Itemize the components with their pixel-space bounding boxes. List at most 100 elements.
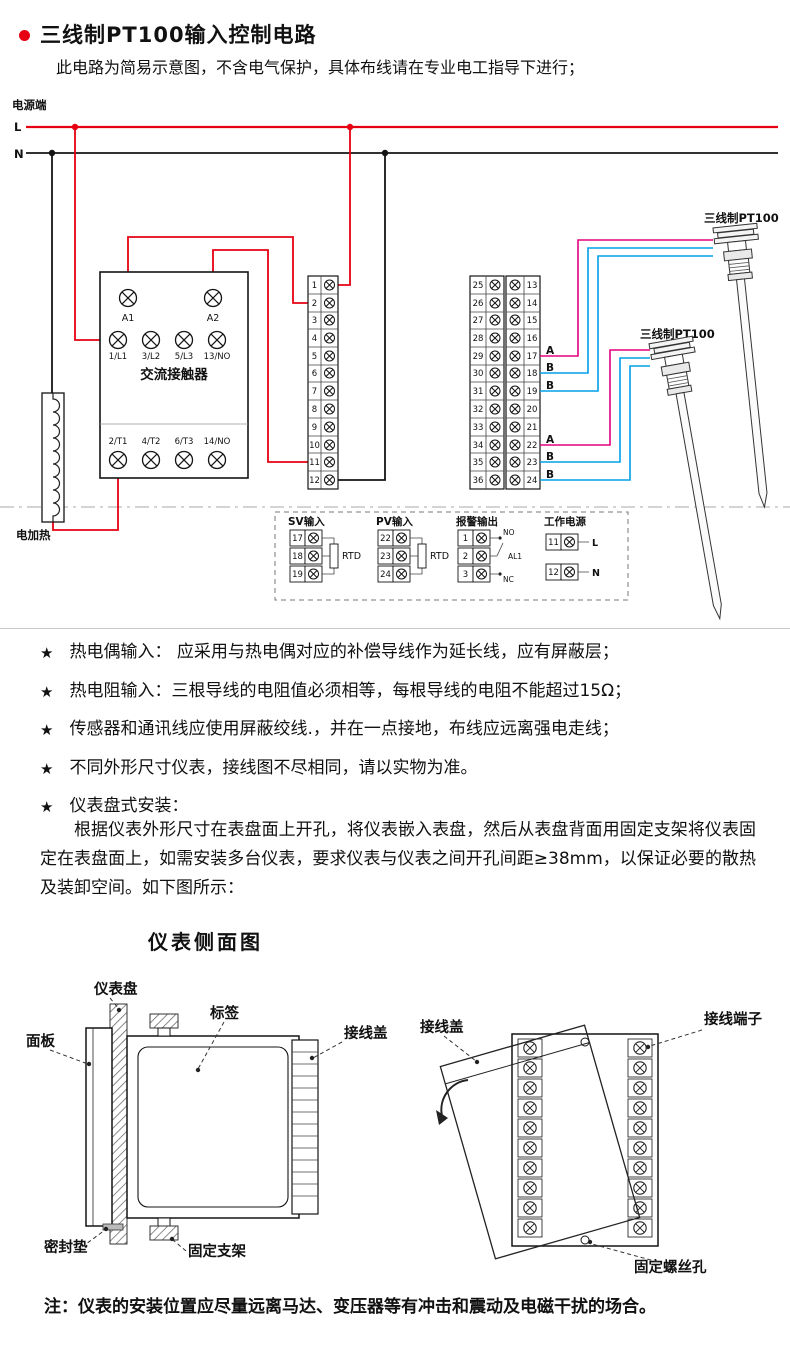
terminal-strip-left: 1 2 3 4 5 6 7 8 9 10 11 12 bbox=[307, 275, 339, 490]
terminal-number: 36 bbox=[473, 476, 484, 486]
terminal-block-mid: 25 26 27 28 29 30 31 32 33 34 35 36 bbox=[469, 275, 505, 490]
terminal-number: 19 bbox=[292, 570, 303, 580]
note-text: 不同外形尺寸仪表，接线图不尽相同，请以实物为准。 bbox=[69, 757, 478, 778]
terminal-number: 14 bbox=[527, 299, 538, 309]
label-wire-cover-left: 接线盖 bbox=[344, 1024, 388, 1042]
sensor-wire-label: B bbox=[546, 451, 554, 463]
terminal-number: 2 bbox=[312, 299, 317, 309]
contact-label: NO bbox=[503, 528, 515, 537]
label-bracket: 固定支架 bbox=[188, 1242, 246, 1260]
note-text: 仪表盘式安装： bbox=[69, 796, 189, 816]
heater: 电加热 bbox=[16, 392, 65, 542]
terminal-number: 11 bbox=[309, 458, 320, 468]
terminal-number: 26 bbox=[473, 299, 484, 309]
terminal-number: 32 bbox=[473, 405, 484, 415]
label-terminal: 接线端子 bbox=[704, 1010, 762, 1028]
contactor-terminal-label: 5/L3 bbox=[175, 352, 193, 362]
red-bullet-icon bbox=[19, 30, 30, 41]
heater-label: 电加热 bbox=[16, 528, 51, 542]
label-tag: 标签 bbox=[209, 1004, 239, 1022]
terminal-cover-side bbox=[291, 1039, 319, 1215]
pt100-sensor-2 bbox=[648, 335, 742, 624]
terminal-number: 11 bbox=[548, 538, 559, 548]
terminal-number: 9 bbox=[312, 423, 317, 433]
terminal-number: 17 bbox=[527, 352, 538, 362]
footer-note: 注：仪表的安装位置应尽量远离马达、变压器等有冲击和震动及电磁干扰的场合。 bbox=[44, 1297, 656, 1317]
power-rails: 电源端 L N bbox=[12, 98, 778, 161]
wiring-diagram: 电源端 L N A1 A2 1/L1 bbox=[0, 98, 790, 624]
install-paragraph: 根据仪表外形尺寸在表盘面上开孔，将仪表嵌入表盘，然后从表盘背面用固定支架将仪表固… bbox=[40, 820, 756, 898]
terminal-number: 28 bbox=[473, 334, 484, 344]
terminal-number: 22 bbox=[527, 441, 538, 451]
terminal-number: 35 bbox=[473, 458, 484, 468]
terminal-number: 33 bbox=[473, 423, 484, 433]
list-item: ★传感器和通讯线应使用屏蔽绞线.，并在一点接地，布线应远离强电走线； bbox=[40, 717, 762, 743]
side-view-title: 仪表侧面图 bbox=[148, 930, 263, 954]
page-title: 三线制PT100输入控制电路 bbox=[40, 23, 317, 47]
contactor: A1 A2 1/L1 3/L2 5/L3 13/NO 交流接触器 2/T1 4/… bbox=[99, 271, 249, 479]
sensor-wire-label: B bbox=[546, 469, 554, 481]
io-detail-box: SV输入 17 18 19 RTD PV输入 22 23 24 bbox=[274, 511, 629, 601]
star-bullet-icon: ★ bbox=[40, 721, 54, 739]
note-text: 热电偶输入： 应采用与热电偶对应的补偿导线作为延长线，应有屏蔽层； bbox=[69, 642, 619, 662]
rtd-symbol-label: RTD bbox=[342, 551, 361, 562]
terminal-number: 4 bbox=[312, 334, 317, 344]
contactor-terminal-label: 6/T3 bbox=[175, 437, 194, 447]
terminal-number: 20 bbox=[527, 405, 538, 415]
terminal-number: 10 bbox=[309, 441, 320, 451]
terminal-number: 30 bbox=[473, 369, 484, 379]
terminal-number: 22 bbox=[380, 534, 391, 544]
terminal-number: 7 bbox=[312, 387, 317, 397]
star-bullet-icon: ★ bbox=[40, 682, 54, 701]
terminal-number: 25 bbox=[473, 281, 484, 291]
sv-input-group: SV输入 17 18 19 RTD bbox=[288, 515, 361, 583]
section-divider bbox=[0, 628, 790, 629]
terminal-number: 15 bbox=[527, 316, 538, 326]
list-item: ★ 热电阻输入：三根导线的电阻值必须相等，每根导线的电阻不能超过15Ω； bbox=[40, 679, 762, 705]
sensor-wire-label: A bbox=[546, 345, 555, 357]
side-view-diagram: 仪表盘 面板 标签 接线盖 接线盖 接线端子 密封垫 固定支架 固定螺丝孔 bbox=[26, 980, 762, 1276]
contact-label: NC bbox=[503, 575, 514, 584]
label-panel-board: 仪表盘 bbox=[93, 980, 138, 998]
label-gasket: 密封垫 bbox=[44, 1238, 88, 1256]
terminal-number: 27 bbox=[473, 316, 484, 326]
sensor-label: 三线制PT100 bbox=[704, 211, 779, 225]
mounting-bracket-bottom bbox=[149, 1217, 179, 1241]
notes-list: ★ 热电偶输入： 应采用与热电偶对应的补偿导线作为延长线，应有屏蔽层； ★ 热电阻输… bbox=[40, 640, 762, 833]
terminal-number: 23 bbox=[380, 552, 391, 562]
instrument-side-view bbox=[85, 1003, 319, 1245]
alarm-output-title: 报警输出 bbox=[456, 515, 498, 528]
power-line-label: N bbox=[592, 568, 600, 579]
terminal-number: 21 bbox=[527, 423, 538, 433]
pv-input-group: PV输入 22 23 24 RTD bbox=[376, 515, 449, 583]
note-text: 热电阻输入：三根导线的电阻值必须相等，每根导线的电阻不能超过15Ω； bbox=[69, 680, 632, 701]
contactor-terminal-label: 3/L2 bbox=[142, 352, 160, 362]
alarm-output-group: 报警输出 1 2 3 NO AL1 NC bbox=[456, 515, 522, 584]
contactor-terminal-label: 1/L1 bbox=[109, 352, 127, 362]
list-item: ★ 仪表盘式安装： bbox=[40, 794, 762, 820]
contactor-terminal-label: 4/T2 bbox=[142, 437, 161, 447]
page-subtitle: 此电路为简易示意图，不含电气保护，具体布线请在专业电工指导下进行； bbox=[56, 58, 585, 77]
terminal-number: 13 bbox=[527, 281, 538, 291]
power-terminal-label: 电源端 bbox=[12, 98, 47, 112]
label-front-panel: 面板 bbox=[26, 1032, 55, 1050]
terminal-number: 24 bbox=[380, 570, 391, 580]
mounting-bracket-top bbox=[149, 1013, 179, 1037]
contactor-terminal-label: 14/NO bbox=[204, 437, 231, 447]
star-bullet-icon: ★ bbox=[40, 798, 54, 816]
tilted-terminal-cover bbox=[439, 1024, 641, 1260]
power-line-label: L bbox=[592, 538, 598, 549]
work-power-title: 工作电源 bbox=[544, 515, 586, 528]
terminal-number: 5 bbox=[312, 352, 317, 362]
contact-label: AL1 bbox=[508, 552, 522, 561]
terminal-number: 18 bbox=[292, 552, 303, 562]
instrument-rear-view bbox=[436, 1024, 659, 1260]
fixing-screw-hole bbox=[580, 1235, 590, 1245]
terminal-number: 23 bbox=[527, 458, 538, 468]
terminal-number: 12 bbox=[548, 568, 559, 578]
terminal-block-right: 13 14 15 16 17 18 19 20 21 22 23 24 bbox=[505, 275, 541, 490]
terminal-number: 6 bbox=[312, 369, 317, 379]
label-wire-cover-right: 接线盖 bbox=[420, 1018, 464, 1036]
power-wires bbox=[51, 127, 386, 531]
terminal-number: 1 bbox=[463, 534, 468, 544]
